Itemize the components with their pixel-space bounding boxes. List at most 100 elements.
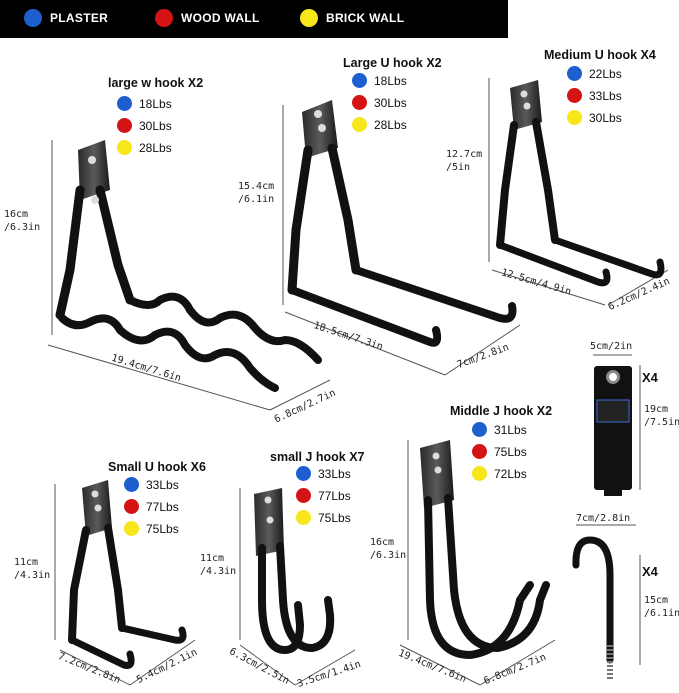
capacity-value: 77Lbs bbox=[146, 499, 179, 514]
length-cm: 19cm bbox=[644, 404, 669, 415]
strap-width-label: 5cm/2in bbox=[590, 341, 633, 352]
length-in: /7.5in bbox=[644, 417, 679, 428]
height-cm: 15.4cm bbox=[238, 181, 275, 192]
legend-item-brick-wall: BRICK WALL bbox=[300, 9, 404, 27]
height-in: /5in bbox=[446, 162, 471, 173]
screw-hook-length-label: 15cm /6.1in bbox=[644, 594, 679, 620]
medium-u-height-label: 12.7cm /5in bbox=[446, 148, 482, 174]
small-j-hook-title: small J hook X7 bbox=[270, 450, 365, 464]
small-u-capacity-brick: 75Lbs bbox=[124, 521, 179, 536]
small-u-capacity-plaster: 33Lbs bbox=[124, 477, 179, 492]
plaster-color-dot bbox=[352, 73, 367, 88]
large-w-width-line bbox=[269, 379, 331, 411]
legend-label: PLASTER bbox=[50, 11, 109, 25]
small-j-length-line bbox=[239, 644, 296, 686]
wood-wall-color-dot bbox=[155, 9, 173, 27]
capacity-value: 22Lbs bbox=[589, 66, 622, 81]
capacity-value: 72Lbs bbox=[494, 466, 527, 481]
capacity-value: 75Lbs bbox=[318, 510, 351, 525]
middle-j-capacity-plaster: 31Lbs bbox=[472, 422, 527, 437]
large-u-width-line bbox=[444, 324, 521, 376]
strap-image bbox=[594, 366, 632, 496]
capacity-value: 30Lbs bbox=[589, 110, 622, 125]
middle-j-hook-title: Middle J hook X2 bbox=[450, 404, 553, 418]
brick-wall-color-dot bbox=[352, 117, 367, 132]
small-j-hook-image bbox=[254, 488, 335, 655]
capacity-value: 33Lbs bbox=[146, 477, 179, 492]
capacity-value: 18Lbs bbox=[139, 96, 172, 111]
wood-wall-color-dot bbox=[567, 88, 582, 103]
small-j-capacity-plaster: 33Lbs bbox=[296, 466, 351, 481]
small-u-hook-title: Small U hook X6 bbox=[108, 460, 206, 474]
medium-u-capacity-plaster: 22Lbs bbox=[567, 66, 622, 81]
large-w-capacity-plaster: 18Lbs bbox=[117, 96, 172, 111]
plaster-color-dot bbox=[472, 422, 487, 437]
wood-wall-color-dot bbox=[117, 118, 132, 133]
screw-hook-image bbox=[572, 536, 614, 680]
small-j-height-label: 11cm /4.3in bbox=[200, 552, 236, 578]
middle-j-height-label: 16cm /6.3in bbox=[370, 536, 406, 562]
capacity-value: 30Lbs bbox=[139, 118, 172, 133]
height-cm: 16cm bbox=[4, 209, 29, 220]
large-u-hook-title: Large U hook X2 bbox=[343, 56, 442, 70]
length-in: /6.1in bbox=[644, 608, 679, 619]
screw-hook-quantity: X4 bbox=[642, 564, 658, 579]
wood-wall-color-dot bbox=[124, 499, 139, 514]
small-u-width-line bbox=[129, 639, 196, 686]
medium-u-length-line bbox=[491, 269, 606, 306]
brick-wall-color-dot bbox=[117, 140, 132, 155]
height-in: /4.3in bbox=[200, 566, 237, 577]
middle-j-hook-image bbox=[420, 440, 550, 660]
strap-quantity: X4 bbox=[642, 370, 658, 385]
capacity-value: 31Lbs bbox=[494, 422, 527, 437]
large-u-length-line bbox=[284, 311, 446, 376]
large-u-hook-image bbox=[287, 100, 517, 347]
capacity-value: 33Lbs bbox=[318, 466, 351, 481]
capacity-value: 18Lbs bbox=[374, 73, 407, 88]
legend-item-wood-wall: WOOD WALL bbox=[155, 9, 260, 27]
plaster-color-dot bbox=[24, 9, 42, 27]
small-j-width-line bbox=[294, 649, 356, 686]
plaster-color-dot bbox=[117, 96, 132, 111]
large-w-height-label: 16cm /6.3in bbox=[4, 208, 40, 234]
height-cm: 11cm bbox=[200, 553, 225, 564]
small-u-height-label: 11cm /4.3in bbox=[14, 556, 50, 582]
legend-item-plaster: PLASTER bbox=[24, 9, 108, 27]
wood-wall-color-dot bbox=[352, 95, 367, 110]
brick-wall-color-dot bbox=[300, 9, 318, 27]
capacity-value: 28Lbs bbox=[374, 117, 407, 132]
medium-u-capacity-brick: 30Lbs bbox=[567, 110, 622, 125]
capacity-value: 28Lbs bbox=[139, 140, 172, 155]
capacity-value: 33Lbs bbox=[589, 88, 622, 103]
plaster-color-dot bbox=[296, 466, 311, 481]
medium-u-capacity-wood: 33Lbs bbox=[567, 88, 622, 103]
capacity-value: 30Lbs bbox=[374, 95, 407, 110]
brick-wall-color-dot bbox=[472, 466, 487, 481]
small-u-hook-image bbox=[68, 480, 187, 669]
medium-u-hook-image bbox=[496, 80, 665, 287]
large-w-capacity-wood: 30Lbs bbox=[117, 118, 172, 133]
large-u-capacity-plaster: 18Lbs bbox=[352, 73, 407, 88]
strap-length-label: 19cm /7.5in bbox=[644, 403, 679, 429]
middle-j-width-line bbox=[479, 639, 556, 686]
small-j-capacity-brick: 75Lbs bbox=[296, 510, 351, 525]
brick-wall-color-dot bbox=[296, 510, 311, 525]
legend-label: WOOD WALL bbox=[181, 11, 260, 25]
height-in: /6.1in bbox=[238, 194, 275, 205]
screw-hook-width-label: 7cm/2.8in bbox=[576, 513, 631, 524]
height-cm: 12.7cm bbox=[446, 149, 483, 160]
medium-u-hook-title: Medium U hook X4 bbox=[544, 48, 656, 62]
wood-wall-color-dot bbox=[472, 444, 487, 459]
legend-bar: PLASTER WOOD WALL BRICK WALL bbox=[0, 0, 508, 38]
large-w-length-line bbox=[47, 344, 271, 411]
middle-j-capacity-brick: 72Lbs bbox=[472, 466, 527, 481]
capacity-value: 77Lbs bbox=[318, 488, 351, 503]
middle-j-capacity-wood: 75Lbs bbox=[472, 444, 527, 459]
brick-wall-color-dot bbox=[124, 521, 139, 536]
height-cm: 11cm bbox=[14, 557, 39, 568]
capacity-value: 75Lbs bbox=[494, 444, 527, 459]
small-j-capacity-wood: 77Lbs bbox=[296, 488, 351, 503]
height-in: /6.3in bbox=[4, 222, 41, 233]
small-u-capacity-wood: 77Lbs bbox=[124, 499, 179, 514]
